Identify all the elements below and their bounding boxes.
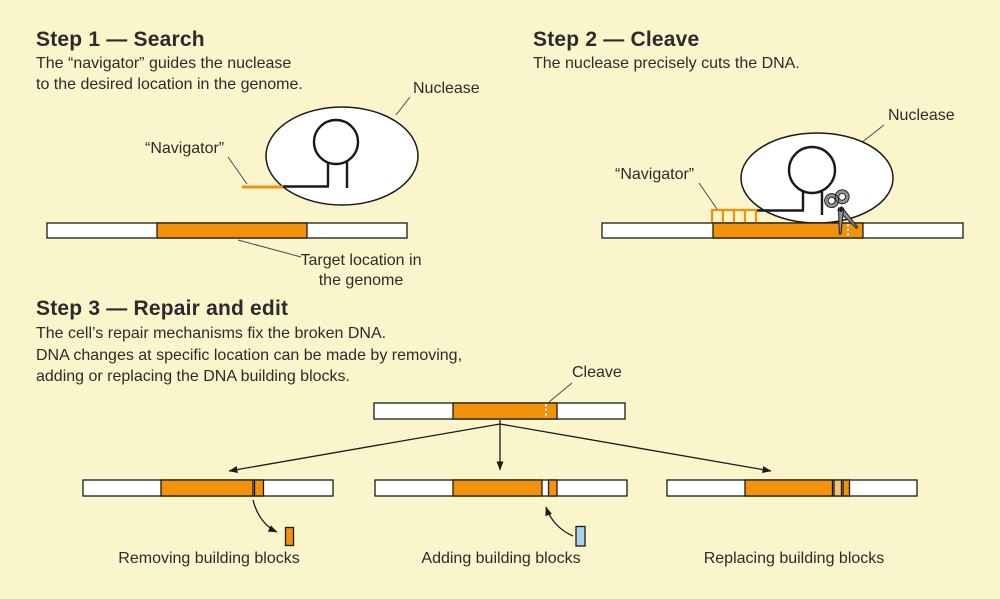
step2-nuclease-leader-line bbox=[860, 124, 885, 144]
branch-arrow-left bbox=[228, 423, 501, 473]
step1-description-line2: to the desired location in the genome. bbox=[36, 76, 303, 93]
step1-target-label: Target location in the genome bbox=[300, 251, 422, 291]
adding-curved-arrow bbox=[545, 506, 574, 537]
step1-description: The “navigator” guides the nuclease to t… bbox=[36, 53, 303, 95]
step1-nuclease-label: Nuclease bbox=[413, 80, 480, 97]
step2-keyhole-icon bbox=[787, 145, 837, 195]
outcome-replacing-diagram bbox=[666, 479, 918, 497]
step1-target-label-line1: Target location in bbox=[300, 252, 422, 269]
step3-description: The cell’s repair mechanisms fix the bro… bbox=[36, 323, 462, 388]
step3-cleave-label: Cleave bbox=[572, 364, 622, 381]
outcome-adding-label: Adding building blocks bbox=[421, 550, 581, 567]
step3-description-line2: DNA changes at specific location can be … bbox=[36, 346, 463, 364]
step2-navigator-label: “Navigator” bbox=[615, 166, 695, 183]
removing-small-block bbox=[253, 479, 265, 497]
step1-description-line1: The “navigator” guides the nuclease bbox=[36, 55, 292, 72]
outcome-replacing-label: Replacing building blocks bbox=[703, 550, 885, 567]
step3-cleave-leader-line bbox=[548, 382, 573, 403]
step1-nuclease-body bbox=[265, 106, 419, 206]
step2-nuclease-label: Nuclease bbox=[888, 107, 955, 124]
adding-segment bbox=[452, 479, 543, 497]
step1-target-segment bbox=[156, 222, 308, 239]
removing-segment bbox=[160, 479, 254, 497]
step1-target-label-line2: the genome bbox=[318, 272, 404, 289]
replacement-building-block bbox=[833, 479, 843, 497]
step2-navigator-leader-line bbox=[698, 182, 718, 210]
step3-description-line3: adding or replacing the DNA building blo… bbox=[36, 368, 350, 385]
step2-diagram bbox=[601, 124, 964, 239]
outcome-removing-diagram bbox=[82, 479, 334, 547]
step2-keyhole-stem bbox=[756, 191, 824, 215]
outcome-adding-diagram bbox=[374, 479, 628, 547]
step1-diagram bbox=[46, 96, 419, 258]
step1-keyhole-icon bbox=[312, 118, 360, 166]
step3-description-line1: The cell’s repair mechanisms fix the bro… bbox=[36, 325, 387, 342]
step1-nuclease-leader-line bbox=[395, 96, 411, 116]
added-building-block bbox=[575, 525, 586, 547]
step2-title: Step 2 — Cleave bbox=[533, 28, 700, 51]
outcome-removing-label: Removing building blocks bbox=[118, 550, 300, 567]
removed-building-block bbox=[284, 526, 295, 547]
scissors-icon bbox=[824, 189, 859, 235]
replacing-small-block bbox=[842, 479, 851, 497]
step2-navigator-comb bbox=[710, 208, 758, 223]
removing-curved-arrow bbox=[252, 499, 278, 533]
step2-description: The nuclease precisely cuts the DNA. bbox=[533, 53, 800, 74]
step1-keyhole-stem bbox=[282, 161, 349, 188]
step3-cleaved-segment bbox=[452, 402, 558, 420]
step3-diagram bbox=[82, 382, 918, 547]
branch-arrow-right bbox=[499, 423, 772, 473]
adding-small-block bbox=[547, 479, 558, 497]
step1-target-leader-line bbox=[237, 239, 302, 258]
step2-target-segment bbox=[712, 222, 864, 239]
step3-title: Step 3 — Repair and edit bbox=[36, 297, 289, 320]
step2-description-line1: The nuclease precisely cuts the DNA. bbox=[533, 55, 800, 72]
replacing-segment bbox=[744, 479, 834, 497]
step1-navigator-label: “Navigator” bbox=[145, 140, 225, 157]
step1-navigator-leader-line bbox=[227, 156, 248, 185]
step1-title: Step 1 — Search bbox=[36, 28, 205, 51]
